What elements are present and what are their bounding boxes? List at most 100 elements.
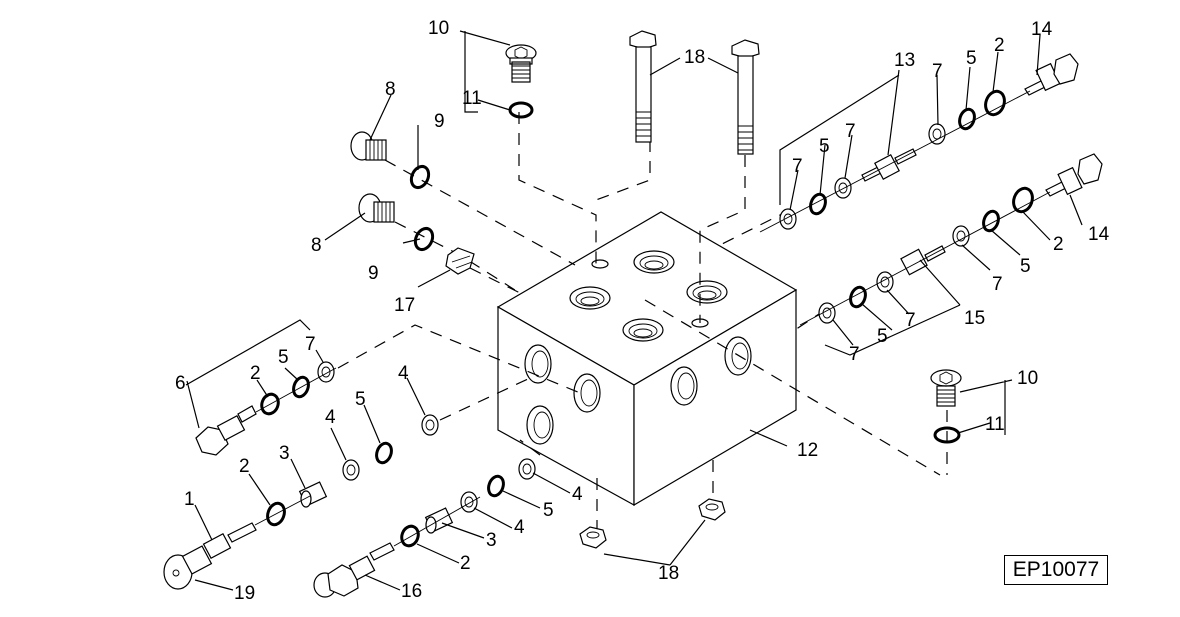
- o-ring-9: [409, 164, 431, 190]
- callout-11: 11: [462, 88, 482, 109]
- callout-16: 16: [401, 581, 422, 602]
- top-port: [569, 286, 611, 310]
- valve-cartridge-6: [195, 405, 257, 456]
- callout-15: 15: [964, 308, 985, 329]
- callout-19: 19: [234, 583, 255, 604]
- callout-5: 5: [355, 389, 366, 410]
- o-ring-5: [375, 441, 393, 465]
- socket-head-plug-10: [930, 369, 962, 407]
- backup-washer-4: [342, 459, 360, 481]
- callout-7: 7: [845, 121, 856, 142]
- backup-washer-7: [818, 302, 836, 324]
- nut-18: [698, 498, 726, 521]
- relief-valve-16: [313, 542, 395, 598]
- o-ring-5: [958, 107, 976, 131]
- callout-5: 5: [966, 48, 977, 69]
- callout-8: 8: [311, 235, 322, 256]
- callout-7: 7: [305, 334, 316, 355]
- callout-14: 14: [1031, 19, 1053, 40]
- fitting-plug-14: [1045, 153, 1103, 197]
- callout-6: 6: [175, 373, 186, 394]
- o-ring-5: [487, 474, 505, 498]
- o-ring-5: [809, 192, 827, 216]
- o-ring-2: [1012, 186, 1034, 214]
- callout-4: 4: [325, 407, 336, 428]
- spacer-3: [298, 481, 328, 508]
- o-ring-5: [982, 209, 1000, 233]
- top-port: [686, 280, 728, 304]
- top-port: [633, 250, 675, 274]
- callout-11: 11: [985, 414, 1005, 435]
- backup-washer-4: [460, 491, 478, 513]
- callout-2: 2: [250, 363, 261, 384]
- cap-screw-18: [629, 30, 657, 143]
- o-ring-9: [413, 226, 435, 252]
- callout-7: 7: [905, 310, 916, 331]
- plug-8: [358, 193, 395, 223]
- side-port: [724, 336, 752, 376]
- callout-3: 3: [279, 443, 290, 464]
- callout-5: 5: [1020, 256, 1031, 277]
- side-port: [670, 366, 698, 406]
- backup-washer-7: [876, 271, 894, 293]
- backup-washer-7: [779, 208, 797, 230]
- callout-12: 12: [797, 440, 818, 461]
- callout-7: 7: [849, 344, 860, 365]
- o-ring-5: [849, 285, 867, 309]
- callout-10: 10: [1017, 368, 1038, 389]
- o-ring-2: [984, 89, 1006, 117]
- backup-washer-4: [518, 458, 536, 480]
- assembly-lines: [337, 112, 948, 530]
- backup-washer-7: [928, 123, 946, 145]
- callout-8: 8: [385, 79, 396, 100]
- top-port: [622, 318, 664, 342]
- side-port: [524, 344, 552, 384]
- o-ring-2: [400, 524, 420, 548]
- callout-10: 10: [428, 18, 449, 39]
- callout-5: 5: [877, 326, 888, 347]
- callout-4: 4: [572, 484, 583, 505]
- o-ring-11: [933, 426, 961, 444]
- callout-1: 1: [184, 489, 195, 510]
- callout-2: 2: [1053, 234, 1064, 255]
- callout-7: 7: [932, 61, 943, 82]
- callout-4: 4: [514, 517, 525, 538]
- callout-labels: 10 11 18 8 9 8 9 17 13 7 5 2 14 7 5 7 14…: [175, 18, 1110, 604]
- callout-9: 9: [368, 263, 379, 284]
- callout-2: 2: [994, 35, 1005, 56]
- leader-lines: [185, 30, 1083, 591]
- callout-18: 18: [658, 563, 679, 584]
- o-ring-11: [508, 101, 534, 119]
- check-valve-15: [900, 245, 946, 276]
- callout-4: 4: [398, 363, 409, 384]
- callout-17: 17: [394, 295, 415, 316]
- callout-5: 5: [819, 136, 830, 157]
- backup-washer-4: [421, 414, 439, 436]
- callout-13: 13: [894, 50, 915, 71]
- callout-5: 5: [278, 347, 289, 368]
- cap-screw-18: [731, 39, 760, 155]
- callout-14: 14: [1088, 224, 1110, 245]
- o-ring-2: [260, 392, 280, 416]
- backup-washer-7: [834, 177, 852, 199]
- side-port: [526, 405, 554, 445]
- callout-2: 2: [239, 456, 250, 477]
- callout-18: 18: [684, 47, 705, 68]
- relief-valve-1: [163, 522, 257, 590]
- side-port: [573, 373, 601, 413]
- fitting-plug-14: [1024, 53, 1079, 96]
- backup-washer-7: [317, 361, 335, 383]
- callout-5: 5: [543, 500, 554, 521]
- callout-3: 3: [486, 530, 497, 551]
- figure-id-label: EP10077: [1004, 555, 1108, 585]
- valve-block: [496, 211, 798, 507]
- callout-2: 2: [460, 553, 471, 574]
- top-small-port: [591, 259, 609, 269]
- nut-18: [579, 526, 607, 549]
- o-ring-2: [266, 501, 286, 527]
- o-ring-5: [292, 375, 310, 399]
- socket-head-plug-10: [505, 44, 537, 83]
- axis-lines: [254, 90, 1051, 547]
- callout-7: 7: [992, 274, 1003, 295]
